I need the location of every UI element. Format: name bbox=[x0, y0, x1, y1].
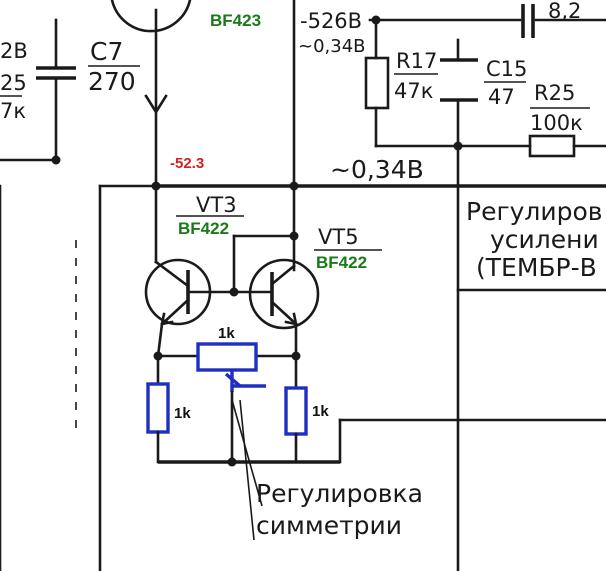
left-edge-r-value-label: 7к bbox=[0, 99, 26, 123]
r17-name-label: R17 bbox=[396, 49, 437, 73]
junction-dot bbox=[227, 457, 237, 467]
r-right-value-label: 1k bbox=[312, 403, 329, 420]
vt5-type-label: BF422 bbox=[316, 253, 367, 272]
vt3-name-label: VT3 bbox=[196, 193, 237, 217]
resistor-r17 bbox=[364, 18, 390, 148]
transistor-vt5 bbox=[232, 258, 320, 330]
vt3-type-label: BF422 bbox=[178, 219, 229, 238]
symmetry-label-line2: симметрии bbox=[256, 511, 402, 540]
left-edge-r-label: 25 bbox=[0, 71, 27, 95]
voltage-034-small-label: ~0,34В bbox=[298, 36, 366, 57]
r25-value-label: 100к bbox=[530, 111, 583, 135]
resistor-r25 bbox=[456, 134, 606, 158]
r-left-value-label: 1k bbox=[174, 405, 191, 422]
c15-name-label: C15 bbox=[486, 57, 527, 81]
trimmer-potentiometer bbox=[196, 342, 266, 392]
measured-voltage-label: -52.3 bbox=[170, 155, 204, 172]
resistor-left bbox=[146, 382, 170, 434]
c7-name-label: C7 bbox=[90, 37, 123, 66]
symmetry-label-line1: Регулировка bbox=[256, 479, 423, 508]
c7-value-label: 270 bbox=[88, 67, 136, 96]
r17-value-label: 47к bbox=[394, 79, 433, 103]
vt-top-type-label: BF423 bbox=[210, 11, 261, 30]
transistor-vt3 bbox=[144, 258, 236, 326]
right-box-line1: Регулиров bbox=[466, 197, 603, 226]
top-transistor-partial bbox=[110, 0, 192, 33]
bus-voltage-label: ~0,34В bbox=[330, 155, 424, 184]
c15-value-label: 47 bbox=[488, 85, 515, 109]
top-right-cap-label: 8,2 bbox=[548, 0, 581, 23]
junction-dot bbox=[289, 181, 299, 191]
junction-dot bbox=[51, 155, 61, 165]
r25-name-label: R25 bbox=[534, 81, 575, 105]
emitter-arrow-wire bbox=[144, 8, 168, 188]
capacitor-c7 bbox=[36, 18, 76, 162]
right-box-line2: усилени bbox=[490, 225, 599, 254]
voltage-526-label: -526В bbox=[300, 9, 362, 33]
pot-value-label: 1k bbox=[218, 325, 235, 342]
resistor-right bbox=[284, 386, 308, 436]
right-box-line3: (ТЕМБР-В bbox=[476, 253, 597, 282]
capacitor-c15 bbox=[440, 38, 478, 148]
vt5-name-label: VT5 bbox=[318, 225, 359, 249]
junction-dot bbox=[289, 231, 299, 241]
left-edge-top-label: 2В bbox=[0, 39, 28, 63]
